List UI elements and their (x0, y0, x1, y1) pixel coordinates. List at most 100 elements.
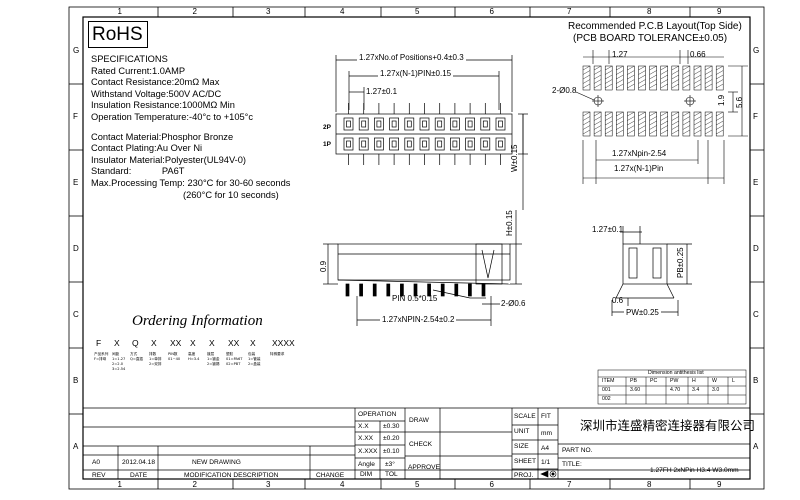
dim-table-header: PW (670, 378, 679, 384)
row-label: B (73, 376, 79, 385)
row-label: C (753, 310, 759, 319)
ordering-code: X (114, 338, 120, 348)
column-label: 9 (717, 480, 722, 489)
tb-rev-value: A0 (92, 459, 101, 466)
spec-material-line: Contact Plating:Au Over Ni (91, 143, 203, 154)
end-dim-06: 0.6 (612, 296, 624, 305)
column-label: 3 (266, 480, 271, 489)
pcb-dim-npin: 1.27xNpin-2.54 (612, 149, 667, 158)
tb-desc-value: NEW DRAWING (192, 459, 241, 466)
spec-standard-value: PA6T (161, 166, 185, 177)
tb-size: SIZE (514, 443, 529, 450)
tb-approve: APPROVE (408, 464, 440, 471)
column-label: 7 (567, 480, 572, 489)
spec-line: Withstand Voltage:500V AC/DC (91, 88, 222, 99)
row-label: A (753, 441, 759, 451)
dim-table-header: PC (650, 378, 658, 384)
column-label: 1 (117, 480, 122, 489)
tb-scale: SCALE (514, 413, 536, 420)
dim-table-cell: 001 (602, 387, 611, 393)
column-label: 1 (117, 7, 122, 16)
row-label: E (73, 178, 79, 187)
label-2p: 2P (323, 124, 331, 131)
dim-height: H±0.15 (505, 210, 514, 236)
tb-unit-val: mm (541, 430, 552, 437)
dim-table-header: L (732, 378, 735, 384)
row-label: D (73, 244, 79, 253)
row-label: F (73, 112, 78, 121)
dim-table-header: PB (630, 378, 637, 384)
tb-tol-label: Angle (358, 461, 375, 468)
spec-line: Operation Temperature:-40°c to +105°c (91, 111, 254, 122)
column-label: 2 (192, 7, 197, 16)
row-label: C (73, 310, 79, 319)
tb-tol-value: ±0.30 (383, 423, 400, 430)
ordering-note: 塑胶 01=PA6T 02=PBT (226, 352, 243, 366)
ordering-note: 方式 Q=直插 (130, 352, 144, 361)
column-label: 6 (489, 480, 494, 489)
tb-draw: DRAW (409, 417, 429, 424)
tb-company: 深圳市连盛精密连接器有限公司 (580, 418, 756, 433)
specifications: SPECIFICATIONS Rated Current:1.0AMP Cont… (91, 54, 290, 201)
ordering-code: X (250, 338, 256, 348)
ordering-note: 排数 1=单排 2=双排 (149, 352, 162, 366)
tb-tol-label: X.X (358, 423, 369, 430)
ordering-code: XX (228, 338, 240, 348)
spec-material-line: Contact Material:Phosphor Bronze (91, 131, 234, 142)
row-label: D (753, 244, 759, 253)
pcb-dim-56: 5.6 (735, 96, 744, 108)
hole-spec: 2-Ø0.6 (501, 299, 526, 308)
dim-09: 0.9 (319, 260, 328, 272)
tb-sheet: SHEET (514, 458, 536, 465)
row-label: F (753, 112, 758, 121)
column-label: 4 (340, 480, 345, 489)
ordering-note: 镀层 1=镀金 2=镀锡 (207, 352, 220, 366)
tb-date-header: DATE (130, 472, 148, 479)
column-label: 6 (489, 7, 494, 16)
tb-tol: TOL (385, 471, 398, 478)
tb-tol-label: X.XX (358, 435, 374, 442)
pcb-dim-pitch: 1.27 (612, 50, 628, 59)
dim-pitch: 1.27±0.1 (366, 87, 398, 96)
ordering-title: Ordering Information (132, 313, 263, 329)
ordering-note: 包装 1=管装 2=盒装 (248, 352, 261, 366)
ordering-note: PIN数 01~40 (168, 352, 181, 361)
spec-line: Contact Resistance:20mΩ Max (91, 77, 220, 88)
spec-line: Insulation Resistance:1000MΩ Min (91, 100, 235, 111)
dim-table-cell: 4.70 (670, 387, 681, 393)
tb-title-value: 1.27FH 2xNPin H3.4 W3.0mm (650, 467, 739, 474)
tb-date-value: 2012.04.18 (122, 459, 156, 466)
pcb-dim-n1: 1.27x(N-1)Pin (614, 164, 664, 173)
column-label: 5 (415, 480, 420, 489)
column-label: 5 (415, 7, 420, 16)
pcb-dim-hole: 2-Ø0.8 (552, 86, 577, 95)
ordering-note: 产品系列 F=排母 (94, 352, 109, 361)
spec-material-line: Standard: PA6T (91, 166, 290, 178)
spec-line: Rated Current:1.0AMP (91, 65, 186, 76)
ordering-code: X (209, 338, 215, 348)
tb-operation: OPERATION (358, 411, 397, 418)
spec-material-line: (260°C for 10 seconds) (183, 189, 279, 200)
ordering-note: 间距 1=1.27 2=2.0 3=2.54 (112, 352, 126, 371)
ordering-code: X (151, 338, 157, 348)
ordering-code: XX (170, 338, 182, 348)
column-label: 8 (647, 480, 652, 489)
pcb-dim-19: 1.9 (717, 94, 726, 106)
rohs-label: RoHS (92, 24, 143, 45)
dim-table-header: W (712, 378, 717, 384)
tb-scale-val: FIT (541, 413, 551, 420)
dim-table-cell: 3.0 (712, 387, 720, 393)
dim-table-title: Dimension antithesis list (648, 370, 704, 376)
spec-material-line: Insulator Material:Polyester(UL94V-0) (91, 154, 247, 165)
ordering-note: 特殊要求 (270, 352, 285, 356)
column-label: 3 (266, 7, 271, 16)
end-dim-pw: PW±0.25 (624, 308, 661, 317)
ordering-code: Q (132, 338, 139, 348)
pcb-dim-pad: 0.66 (690, 50, 706, 59)
dim-table-header: ITEM (602, 378, 615, 384)
dim-overall-length: 1.27xNo.of Positions+0.4±0.3 (357, 53, 466, 62)
dim-n1-pins: 1.27x(N-1)PIN±0.15 (378, 69, 454, 78)
label-1p: 1P (323, 141, 331, 148)
column-label: 9 (717, 7, 722, 16)
